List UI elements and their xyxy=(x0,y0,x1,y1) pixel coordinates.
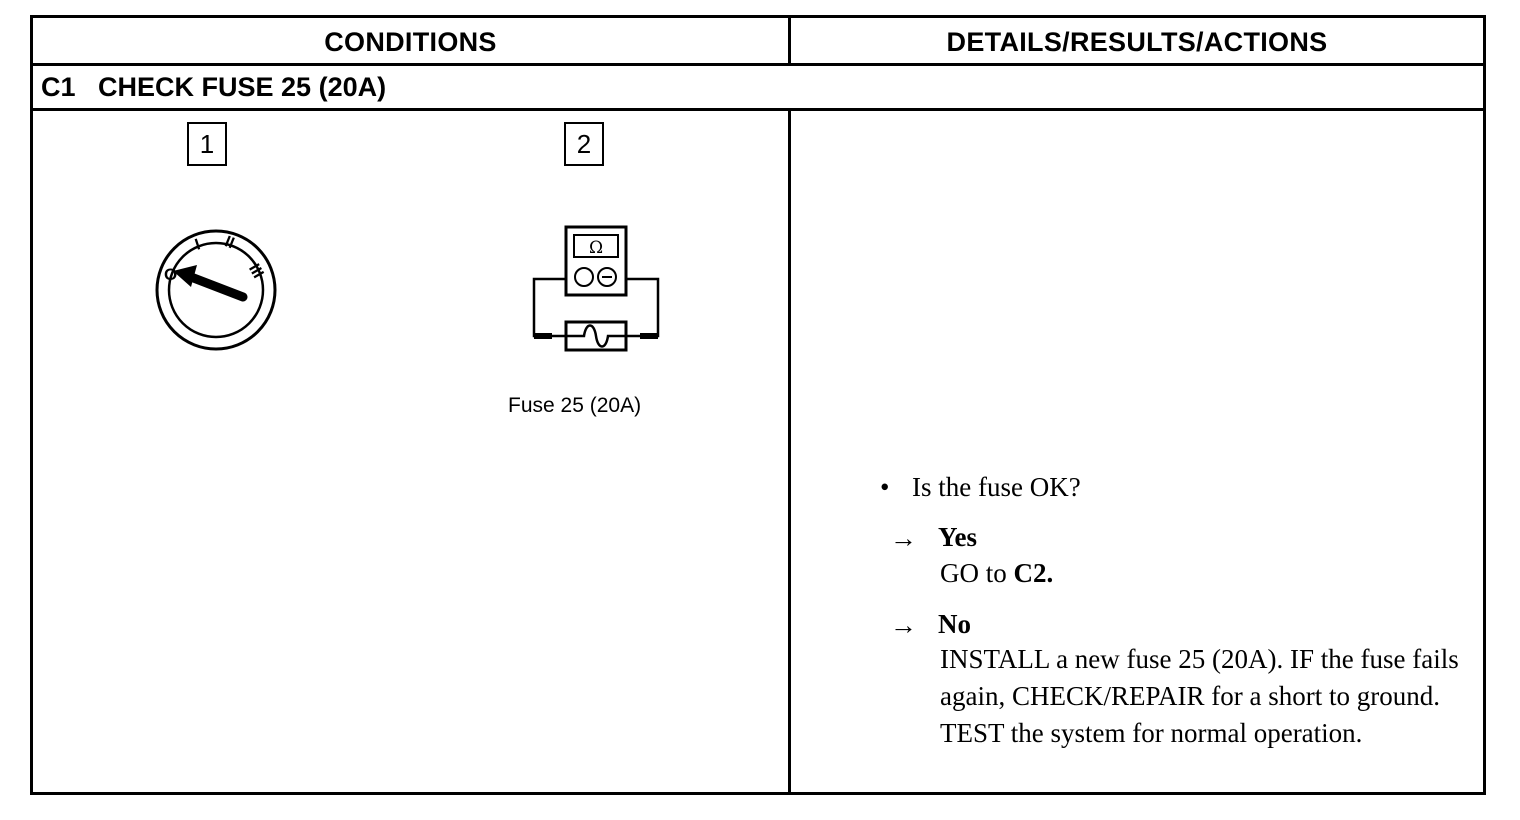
column-divider-header xyxy=(788,18,791,66)
ignition-pos-3: III xyxy=(245,261,266,281)
diagnostic-table: CONDITIONS DETAILS/RESULTS/ACTIONS C1 CH… xyxy=(30,15,1486,795)
ohm-symbol: Ω xyxy=(589,238,603,258)
question-text: Is the fuse OK? xyxy=(912,472,1081,502)
ignition-pos-0: O xyxy=(164,265,177,284)
no-arrow: → xyxy=(890,610,917,640)
ohmmeter-fuse-icon: Ω xyxy=(532,225,660,352)
step-title: C1 CHECK FUSE 25 (20A) xyxy=(41,66,386,108)
ignition-pos-2: II xyxy=(222,233,237,252)
conditions-header: CONDITIONS xyxy=(324,27,497,57)
yes-action-prefix: GO to xyxy=(940,558,1014,588)
yes-label: Yes xyxy=(938,522,977,552)
fuse-caption: Fuse 25 (20A) xyxy=(508,394,642,417)
details-header: DETAILS/RESULTS/ACTIONS xyxy=(946,27,1328,57)
step-number-1: 1 xyxy=(187,122,227,166)
ignition-switch-icon: O I II III xyxy=(155,229,277,351)
step-title-row: C1 CHECK FUSE 25 (20A) xyxy=(33,66,1483,111)
step-name: CHECK FUSE 25 (20A) xyxy=(98,72,387,102)
step-number-2: 2 xyxy=(564,122,604,166)
yes-action: GO to C2. xyxy=(940,558,1053,589)
yes-arrow: → xyxy=(890,523,917,553)
no-action: INSTALL a new fuse 25 (20A). IF the fuse… xyxy=(940,644,1459,748)
ignition-pos-1: I xyxy=(193,236,202,254)
step-id: C1 xyxy=(41,72,76,102)
table-header-row: CONDITIONS DETAILS/RESULTS/ACTIONS xyxy=(33,18,1483,66)
question-bullet: • xyxy=(880,472,890,502)
yes-action-target: C2. xyxy=(1013,558,1054,588)
no-label: No xyxy=(938,609,971,639)
column-divider-body xyxy=(788,111,791,795)
